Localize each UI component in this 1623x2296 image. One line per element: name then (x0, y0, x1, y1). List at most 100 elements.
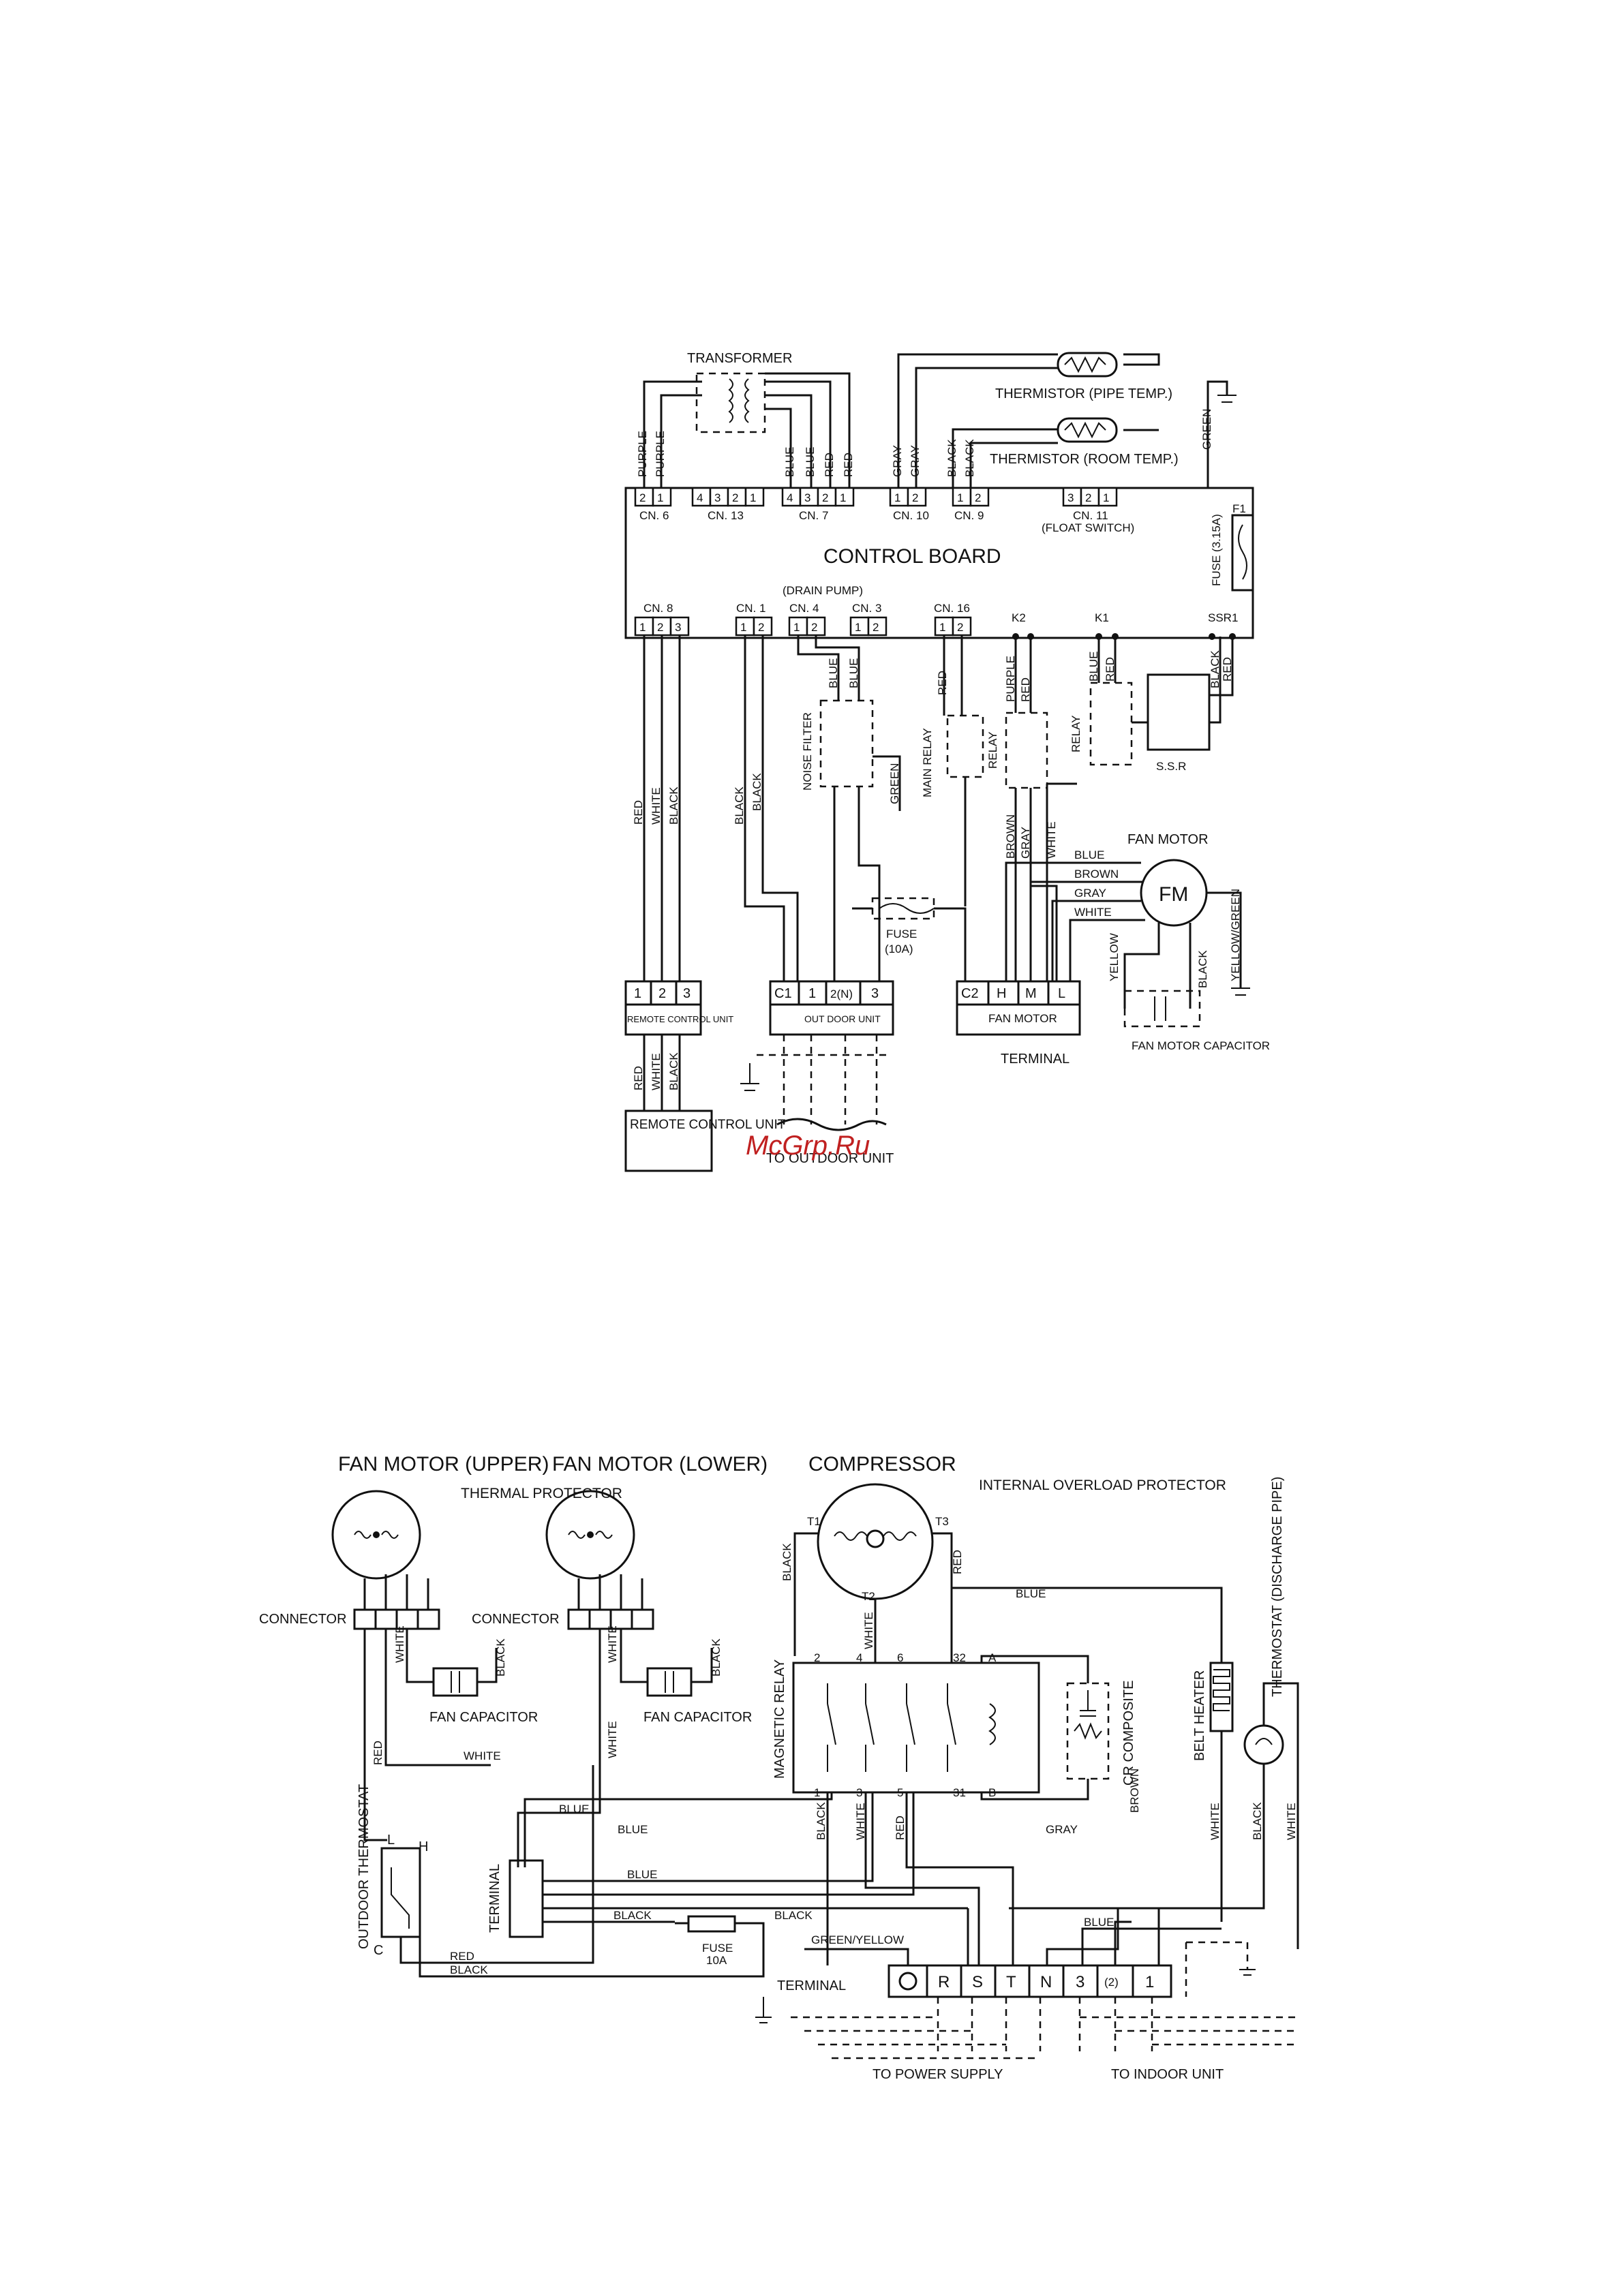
svg-text:S: S (972, 1973, 983, 1991)
svg-text:GRAY: GRAY (1046, 1823, 1078, 1836)
svg-text:FAN MOTOR: FAN MOTOR (988, 1012, 1057, 1025)
fuse-bottom-rating: 10A (706, 1954, 727, 1967)
cn1-label: CN. 1 (736, 602, 765, 615)
fan-capacitor-lower (646, 1667, 693, 1697)
svg-text:WHITE: WHITE (393, 1625, 406, 1663)
svg-text:3: 3 (1067, 491, 1074, 504)
fan-wire-gray: GRAY (1074, 887, 1106, 900)
svg-text:GRAY: GRAY (1019, 827, 1032, 859)
svg-text:2: 2 (957, 621, 963, 634)
relay-pin-4: 4 (856, 1651, 862, 1664)
cn16-label: CN. 16 (934, 602, 970, 615)
svg-text:BLACK: BLACK (945, 439, 958, 477)
remote-control-unit-box (624, 1109, 713, 1172)
svg-text:BLACK: BLACK (710, 1638, 723, 1677)
magnetic-relay (792, 1662, 1040, 1794)
svg-text:BLACK: BLACK (963, 439, 976, 477)
svg-text:BLACK: BLACK (750, 773, 763, 811)
svg-text:WHITE: WHITE (1285, 1803, 1298, 1840)
svg-text:BLACK: BLACK (815, 1802, 828, 1840)
internal-overload-label: INTERNAL OVERLOAD PROTECTOR (979, 1478, 1226, 1493)
svg-text:2: 2 (732, 491, 738, 504)
svg-text:BLUE: BLUE (1087, 652, 1100, 682)
fuse-10a-bottom (687, 1915, 736, 1933)
fuse-bottom-label: FUSE (702, 1942, 733, 1955)
cr-composite-label: CR COMPOSITE (1121, 1681, 1136, 1786)
svg-text:1: 1 (634, 986, 641, 1001)
connector-upper-label: CONNECTOR (259, 1612, 347, 1627)
transformer-outline (695, 372, 766, 433)
svg-text:WHITE: WHITE (862, 1612, 875, 1649)
svg-text:RED: RED (823, 453, 836, 477)
outdoor-thermostat-h: H (419, 1839, 428, 1854)
fm-label: FM (1159, 883, 1188, 906)
to-power-supply-label: TO POWER SUPPLY (873, 2067, 1003, 2082)
svg-text:WHITE: WHITE (606, 1721, 619, 1758)
relay-pin-2: 2 (814, 1651, 820, 1664)
svg-text:BLUE: BLUE (1016, 1587, 1046, 1600)
svg-text:RED: RED (1104, 657, 1117, 682)
control-board (624, 487, 1254, 639)
cr-composite (1066, 1682, 1110, 1780)
cn9-label: CN. 9 (954, 509, 984, 522)
green-yellow-label: GREEN/YELLOW (811, 1933, 904, 1946)
noise-filter-label: NOISE FILTER (801, 712, 814, 791)
compressor-label: COMPRESSOR (808, 1453, 956, 1475)
svg-text:1: 1 (855, 621, 861, 634)
indoor-wiring-diagram: TRANSFORMER THERMISTOR (PIPE TEMP.) THER… (624, 351, 1270, 1172)
outdoor-thermostat (380, 1847, 421, 1938)
svg-text:WHITE: WHITE (1209, 1803, 1222, 1840)
fuse-10a-label: FUSE (886, 928, 917, 940)
compressor-t1: T1 (807, 1515, 821, 1528)
fan-capacitor-upper-label: FAN CAPACITOR (429, 1710, 538, 1725)
svg-text:BLACK: BLACK (733, 786, 746, 825)
svg-text:BLACK: BLACK (1196, 950, 1209, 988)
fuse-f1-rating: FUSE (3.15A) (1210, 514, 1223, 586)
relay-k1 (1089, 682, 1133, 766)
svg-text:3: 3 (871, 986, 879, 1001)
svg-text:3: 3 (1076, 1973, 1084, 1991)
svg-text:PURPLE: PURPLE (1004, 656, 1017, 702)
fuse-10a-rating: (10A) (885, 943, 913, 955)
svg-text:M: M (1025, 986, 1037, 1001)
svg-text:2: 2 (822, 491, 828, 504)
svg-text:R: R (938, 1973, 950, 1991)
control-board-label: CONTROL BOARD (823, 545, 1001, 568)
svg-text:BLACK: BLACK (1209, 650, 1222, 688)
ssr-label: S.S.R (1156, 760, 1186, 773)
drain-pump-label: (DRAIN PUMP) (783, 584, 863, 597)
svg-text:BLUE: BLUE (1084, 1916, 1114, 1929)
svg-text:1: 1 (793, 621, 800, 634)
thermostat-discharge-label: THERMOSTAT (DISCHARGE PIPE) (1270, 1477, 1285, 1697)
svg-text:1: 1 (750, 491, 756, 504)
compressor-t2: T2 (862, 1590, 875, 1603)
terminal-left-label: TERMINAL (487, 1864, 502, 1933)
svg-text:WHITE: WHITE (854, 1803, 867, 1840)
relay-k2-label: RELAY (986, 732, 999, 769)
cn4-label: CN. 4 (789, 602, 819, 615)
thermistor-pipe-label: THERMISTOR (PIPE TEMP.) (995, 386, 1172, 401)
svg-text:RED: RED (1019, 677, 1032, 702)
svg-text:RED: RED (951, 1550, 964, 1574)
relay-pin-5: 5 (897, 1786, 903, 1799)
svg-text:BLACK: BLACK (613, 1909, 652, 1922)
svg-text:1: 1 (740, 621, 746, 634)
svg-text:1: 1 (939, 621, 945, 634)
remote-control-unit-text: REMOTE CONTROL UNIT (630, 1118, 786, 1132)
svg-text:4: 4 (787, 491, 793, 504)
fan-capacitor-lower-label: FAN CAPACITOR (643, 1710, 752, 1725)
fan-motor-capacitor-label: FAN MOTOR CAPACITOR (1132, 1039, 1270, 1052)
svg-text:GREEN: GREEN (1200, 409, 1213, 450)
fan-motor-lower-label: FAN MOTOR (LOWER) (552, 1453, 768, 1475)
outdoor-wiring-diagram: FAN MOTOR (UPPER) FAN MOTOR (LOWER) THER… (259, 1453, 1299, 2082)
k1-label: K1 (1095, 611, 1109, 624)
svg-text:RED: RED (371, 1741, 384, 1765)
svg-text:2: 2 (639, 491, 646, 504)
fan-wire-blue: BLUE (1074, 848, 1104, 861)
svg-text:WHITE: WHITE (464, 1749, 501, 1762)
outdoor-thermostat-c: C (374, 1943, 383, 1958)
